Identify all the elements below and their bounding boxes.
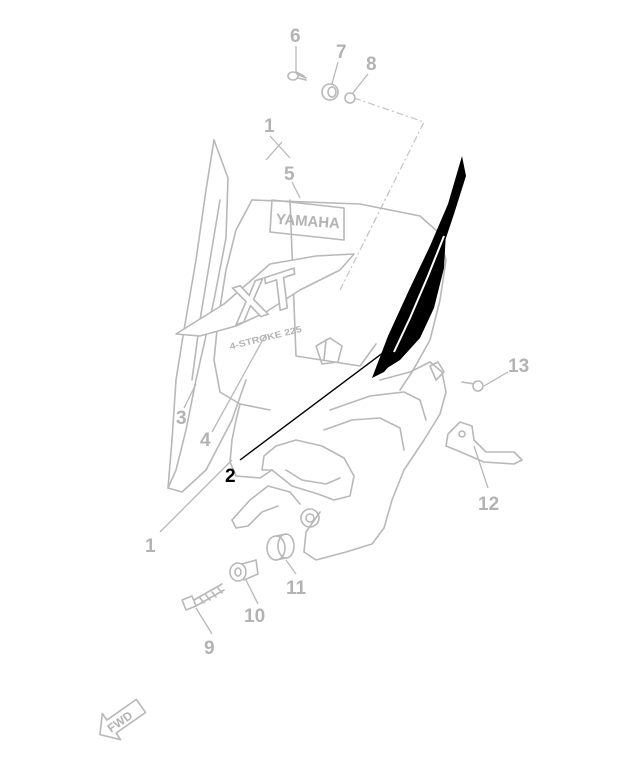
left-side-panel [167, 139, 247, 493]
callout-1-bottom: 1 [145, 536, 156, 557]
part-10-collar [229, 559, 259, 582]
part-12-bracket [445, 421, 523, 465]
front-panel [251, 199, 447, 391]
callout-12: 12 [478, 494, 499, 515]
leader-active-2 [239, 351, 385, 461]
callout-7: 7 [336, 42, 347, 63]
part-13-screw [461, 380, 484, 392]
black-stripe-lower [384, 232, 446, 370]
callout-13: 13 [508, 356, 529, 377]
callout-9: 9 [204, 638, 215, 659]
callout-10: 10 [244, 606, 265, 627]
part-6-screw [287, 71, 307, 81]
callout-8: 8 [366, 54, 377, 75]
callout-4: 4 [200, 430, 211, 451]
part-11-damper [266, 533, 295, 561]
yamaha-emblem-outline [269, 199, 345, 241]
leader-lines [159, 46, 509, 635]
callout-2: 2 [225, 466, 236, 487]
decal-group: YAMAHA XT 4-STROKE 225 [175, 156, 466, 378]
yamaha-emblem-text: YAMAHA [275, 211, 340, 232]
fwd-arrow-icon: FWD [99, 698, 147, 741]
part-9-bolt [181, 583, 225, 611]
callout-5: 5 [284, 164, 295, 185]
callout-11: 11 [286, 578, 307, 599]
callout-3: 3 [176, 408, 187, 429]
black-side-stripe [372, 156, 466, 378]
callout-6: 6 [290, 26, 301, 47]
callout-1-top: 1 [264, 116, 275, 137]
cowl-assembly [167, 139, 447, 561]
assembly-line-upper [339, 97, 425, 291]
callout-labels: 6 7 8 1 5 3 4 2 1 11 10 9 13 12 [145, 26, 529, 659]
part-8-nut [344, 92, 356, 104]
part-7-grommet [321, 83, 339, 101]
